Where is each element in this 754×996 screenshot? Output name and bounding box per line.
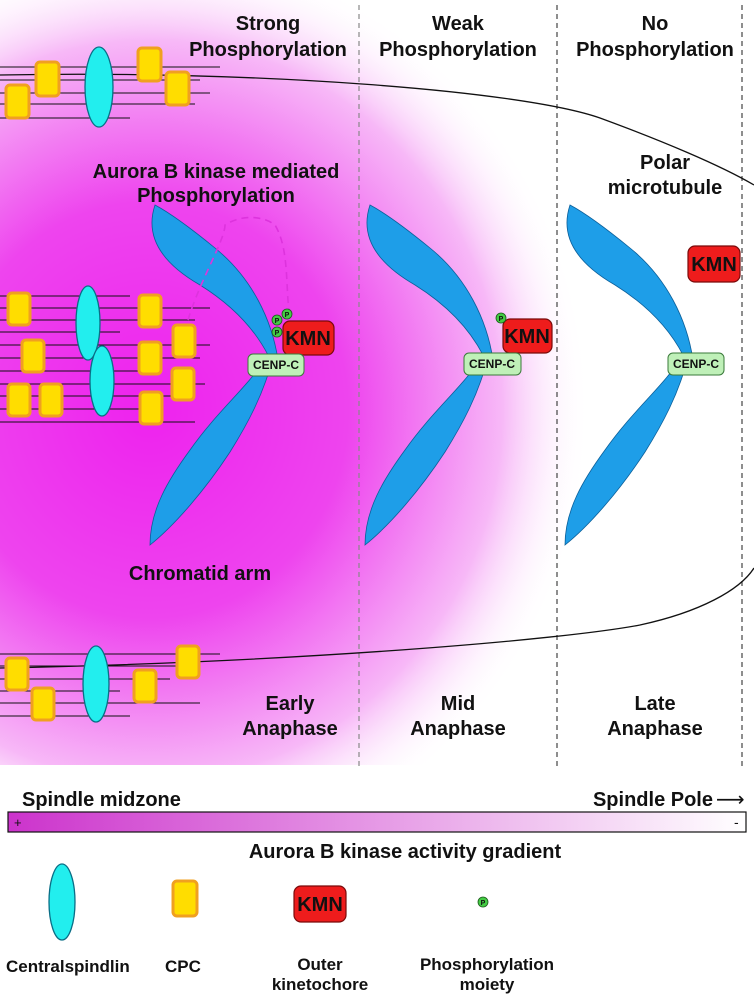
cpc (6, 291, 32, 327)
stage-late-line2: Anaphase (607, 718, 703, 740)
legend-cpc-swatch (171, 879, 199, 918)
chromatid-mid (364, 204, 494, 546)
column-header-late-line2: Phosphorylation (576, 39, 734, 61)
phosphorylation-moiety (281, 308, 293, 320)
legend-outer-kinetochore-line1: Outer (297, 955, 343, 974)
legend-phospho-line1: Phosphorylation (420, 955, 554, 974)
column-header-late-line1: No (642, 13, 669, 35)
gradient-plus-sign: + (14, 815, 22, 830)
cpc (137, 340, 163, 376)
kmn-label: KMN (504, 326, 550, 348)
legend-kmn-text: KMN (297, 894, 343, 916)
aurora-b-reach-path (187, 216, 291, 321)
midzone-bundle-middle (0, 285, 210, 426)
stage-mid-line2: Anaphase (410, 718, 506, 740)
cpc (4, 656, 30, 692)
stage-mid-line1: Mid (441, 693, 475, 715)
column-header-mid-line2: Phosphorylation (379, 39, 537, 61)
arrow-right-icon: ⟶ (716, 787, 745, 811)
legend: KMN P Centralspindlin CPC Outer kinetoch… (6, 863, 554, 994)
chromatid-arm-label: Chromatid arm (129, 563, 271, 585)
cpc (136, 46, 163, 83)
kinetochore-mid: KMN CENP-C P (463, 312, 553, 376)
legend-phospho-line2: moiety (460, 975, 515, 994)
cpc (20, 338, 46, 374)
cenp-c-label: CENP-C (673, 357, 719, 371)
aurora-gradient-background (0, 0, 754, 765)
legend-cpc-label: CPC (165, 957, 201, 976)
cpc (175, 644, 201, 680)
centralspindlin (89, 345, 115, 417)
cenp-c (247, 353, 305, 377)
cpc (164, 70, 191, 107)
cpc (30, 686, 56, 722)
legend-kmn-swatch (293, 885, 347, 923)
phospho-p-label: P (285, 312, 290, 319)
polar-label-line1: Polar (640, 152, 690, 174)
phosphorylation-moiety (271, 314, 283, 326)
centralspindlin (84, 46, 114, 128)
cenp-c (667, 352, 725, 376)
legend-centralspindlin-swatch (48, 863, 76, 941)
cpc (132, 668, 158, 704)
legend-phospho-p: P (481, 900, 486, 907)
phosphorylation-moiety (271, 326, 283, 338)
centralspindlin (75, 285, 101, 361)
gradient-right-label: Spindle Pole (593, 789, 713, 811)
cpc (34, 60, 61, 98)
cenp-c (463, 352, 522, 376)
chromatid-late (564, 204, 694, 546)
phospho-p-label: P (275, 330, 280, 337)
cpc (4, 83, 31, 120)
cpc (137, 293, 163, 329)
midzone-bundle-top (0, 46, 220, 128)
legend-centralspindlin-label: Centralspindlin (6, 957, 130, 976)
stage-early-line2: Anaphase (242, 718, 338, 740)
chromatid-early (149, 204, 279, 546)
column-header-mid-line1: Weak (432, 13, 485, 35)
kmn-label: KMN (285, 328, 331, 350)
cpc (6, 382, 32, 418)
kinetochore-early: KMN CENP-C P P P (247, 308, 335, 377)
centralspindlin (82, 645, 110, 723)
cenp-c-label: CENP-C (469, 357, 515, 371)
aurora-label-line1: Aurora B kinase mediated (93, 161, 340, 183)
stage-early-line1: Early (266, 693, 316, 715)
gradient-minus-sign: - (734, 814, 739, 830)
phospho-p-label: P (275, 318, 280, 325)
midzone-bundle-bottom (0, 644, 220, 723)
cpc (138, 390, 164, 426)
legend-outer-kinetochore-line2: kinetochore (272, 975, 368, 994)
cenp-c-label: CENP-C (253, 358, 299, 372)
aurora-label-line2: Phosphorylation (137, 185, 295, 207)
stage-late-line1: Late (634, 693, 675, 715)
kmn-complex (282, 320, 335, 356)
cpc (171, 323, 197, 359)
kmn-complex (502, 318, 553, 354)
column-header-early-line2: Phosphorylation (189, 39, 347, 61)
cpc (170, 366, 196, 402)
aurora-gradient-bar (7, 811, 747, 833)
kinetochore-late: KMN CENP-C (667, 245, 741, 376)
legend-phospho-swatch (477, 896, 489, 908)
phospho-p-label: P (499, 316, 504, 323)
kmn-complex (687, 245, 741, 283)
kmn-label: KMN (691, 254, 737, 276)
cpc (38, 382, 64, 418)
polar-label-line2: microtubule (608, 177, 722, 199)
column-header-early-line1: Strong (236, 13, 300, 35)
gradient-left-label: Spindle midzone (22, 789, 181, 811)
gradient-title: Aurora B kinase activity gradient (249, 841, 562, 863)
phosphorylation-moiety (495, 312, 507, 324)
